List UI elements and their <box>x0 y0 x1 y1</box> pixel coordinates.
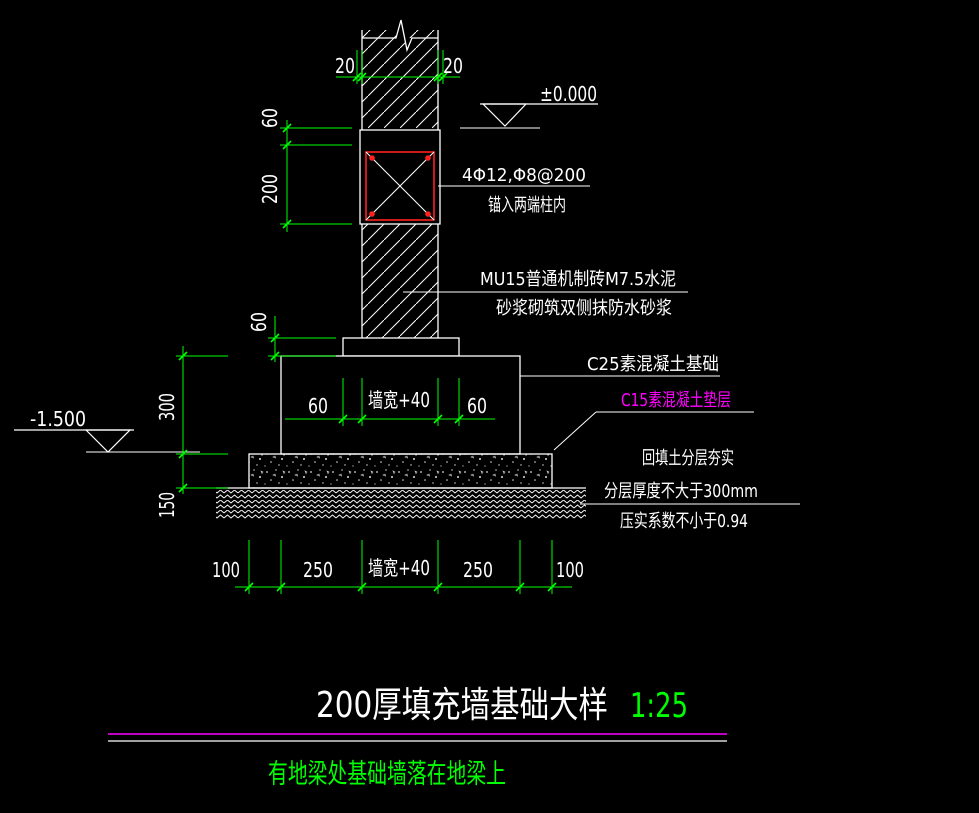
dim-footing-right: 60 <box>467 394 487 418</box>
annotation-texts: 4Φ12,Φ8@200 锚入两端柱内 MU15普通机制砖M7.5水泥 砂浆砌筑双… <box>462 165 758 532</box>
wall-material-text-2: 砂浆砌筑双侧抹防水砂浆 <box>496 298 672 319</box>
dim-beam-height: 200 <box>258 174 282 204</box>
level-top-text: ±0.000 <box>540 82 597 106</box>
dim-bottom-left: 250 <box>303 558 333 582</box>
wall-upper-hatch <box>362 30 438 128</box>
dim-footing-height: 300 <box>155 393 179 421</box>
level-mark-top: ±0.000 <box>460 82 598 129</box>
dim-step-height: 60 <box>247 312 271 332</box>
foundation-body <box>216 337 586 520</box>
rebar-dot <box>369 155 375 161</box>
dim-beam-top: 60 <box>258 108 282 128</box>
concrete-footing <box>280 355 521 455</box>
backfill-text-3: 压实系数不小于0.94 <box>620 511 748 532</box>
dim-bed-height: 150 <box>155 492 179 518</box>
dimension-texts: 20 20 60 200 60 300 150 60 墙宽+40 60 100 … <box>155 54 584 582</box>
dimension-ticks <box>178 72 557 592</box>
wall-material-text-1: MU15普通机制砖M7.5水泥 <box>480 269 676 290</box>
drawing-scale: 1:25 <box>630 686 688 726</box>
rebar-dot <box>369 211 375 217</box>
concrete-bed <box>248 453 553 489</box>
dim-bottom-outer-right: 100 <box>556 558 584 582</box>
wall-lower-hatch <box>362 224 438 338</box>
rebar-dot <box>425 155 431 161</box>
dim-footing-left: 60 <box>308 394 328 418</box>
dim-top-left: 20 <box>335 54 355 78</box>
stirrup-outline <box>365 151 435 221</box>
dim-bottom-right: 250 <box>463 558 493 582</box>
leader-lines <box>403 185 800 505</box>
beam-anchor-text: 锚入两端柱内 <box>488 195 566 216</box>
dim-bottom-mid: 墙宽+40 <box>368 556 430 580</box>
level-bottom-text: -1.500 <box>30 407 86 431</box>
rebar-dot <box>425 211 431 217</box>
dim-bottom-outer-left: 100 <box>212 558 240 582</box>
brick-wall <box>361 19 439 338</box>
backfill-text-2: 分层厚度不大于300mm <box>604 481 758 502</box>
drawing-note: 有地梁处基础墙落在地梁上 <box>268 759 506 790</box>
drawing-title: 200厚填充墙基础大样 <box>316 685 608 726</box>
backfill-text-1: 回填土分层夯实 <box>642 448 734 469</box>
ground-beam <box>359 129 441 225</box>
compacted-earth <box>216 488 586 520</box>
wall-step <box>342 337 460 357</box>
break-line-icon <box>362 19 438 53</box>
footing-text: C25素混凝土基础 <box>587 354 719 375</box>
beam-rebar-text: 4Φ12,Φ8@200 <box>462 165 586 186</box>
title-block: 200厚填充墙基础大样 1:25 有地梁处基础墙落在地梁上 <box>108 685 727 790</box>
bed-text: C15素混凝土垫层 <box>621 390 731 411</box>
level-mark-bottom: -1.500 <box>14 407 200 453</box>
dim-top-right: 20 <box>443 54 463 78</box>
dim-footing-mid: 墙宽+40 <box>368 388 430 412</box>
